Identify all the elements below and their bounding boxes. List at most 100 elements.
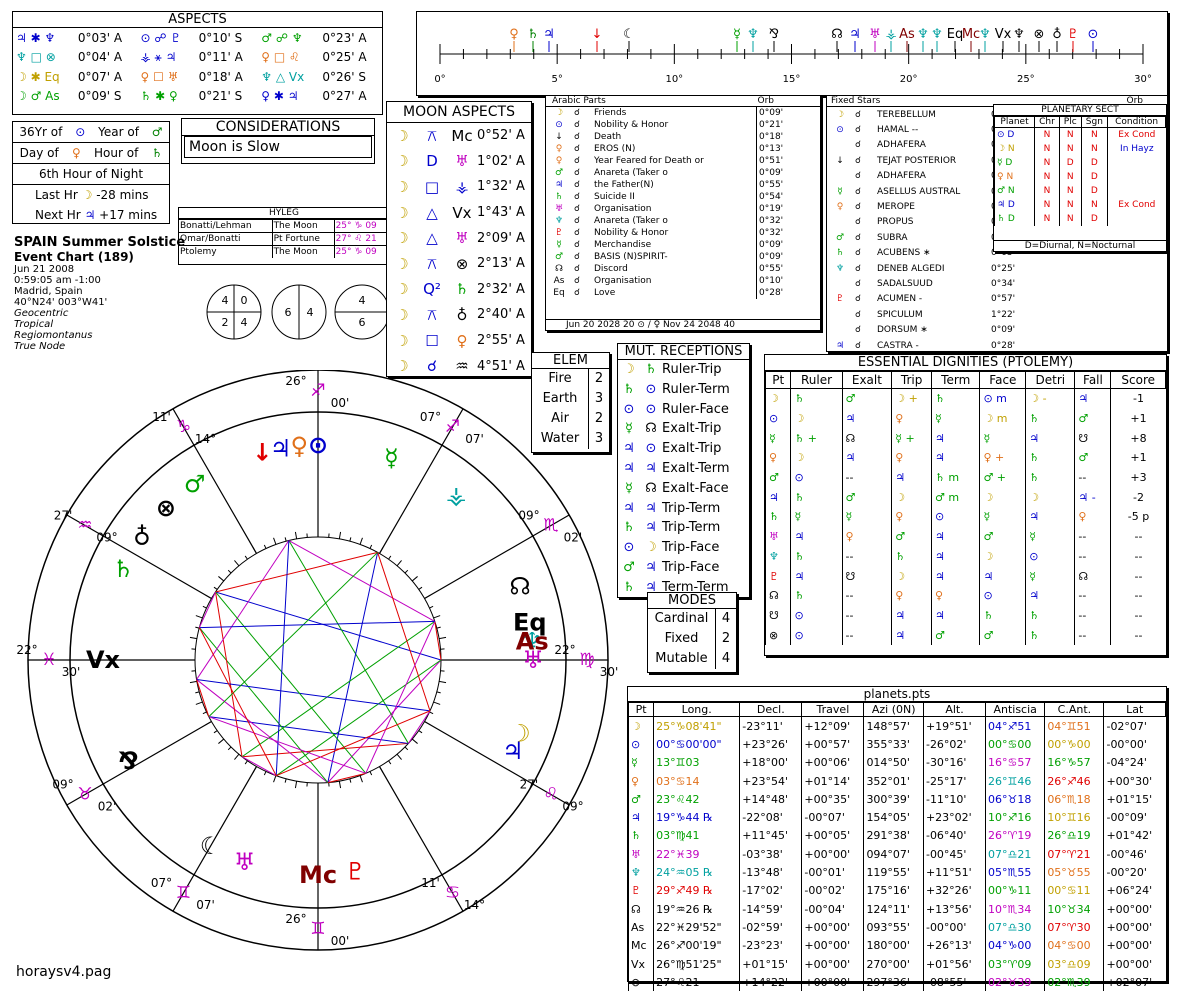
aspect-icon: ⚻ xyxy=(427,305,437,324)
planet-cell: +06°24' xyxy=(1103,881,1166,900)
planet-cell: 355°33' xyxy=(863,735,924,754)
mutual-row: ⊙☽Trip-Face xyxy=(618,538,749,558)
dignity-cell: ♃ xyxy=(930,448,980,468)
planet-cell: -13°48' xyxy=(739,863,802,882)
inner-tick xyxy=(202,605,207,609)
dignity-cell: ⊙ xyxy=(790,605,843,626)
ruler-glyph: ♆ xyxy=(979,27,991,42)
planet-row: ☽25°♑08'41"-23°11'+12°09'148°57'+19°51'0… xyxy=(627,716,1166,736)
aspect-row: ♆ □ ⊗0°04' A⚶ ⚹ ♃0°11' A♀ □ ♌0°25' A xyxy=(13,48,382,68)
chart-title: SPAIN Summer Solstice xyxy=(14,235,186,250)
planet-cell: -17°02' xyxy=(739,881,802,900)
dignity-planet: ♂ xyxy=(764,467,791,488)
sect-value: D xyxy=(1080,184,1108,198)
aspect-icon: ☐ xyxy=(425,331,439,350)
inner-tick xyxy=(244,760,248,765)
ruler-label: 30° xyxy=(1134,74,1152,85)
planet-cell: +00°00' xyxy=(1103,918,1166,937)
aspect-line xyxy=(327,659,442,783)
cusp-sign: ♍ xyxy=(579,650,594,670)
hyleg-cell: 27° ♌ 21 xyxy=(333,232,389,246)
cusp-minute: 09° xyxy=(562,800,583,814)
moon-icon: ☽ xyxy=(395,357,409,376)
planet-cell: 270°00' xyxy=(863,954,924,974)
ruler-glyph: ♆ xyxy=(747,27,759,42)
arabic-glyph: ♅ xyxy=(554,203,564,214)
planet-glyph: ⊗ xyxy=(156,494,176,522)
dignity-cell: ♃ xyxy=(1074,388,1111,409)
sect-title: PLANETARY SECT xyxy=(994,105,1166,116)
dignity-cell: ♄ xyxy=(1025,605,1075,626)
dignity-row: ♀☽♃♀♃♀ +♄♂+1 xyxy=(764,448,1166,468)
house-cusp-line xyxy=(424,514,570,600)
mutual-a: ♂ xyxy=(623,559,635,575)
sect-header: Planet xyxy=(993,116,1036,128)
arabic-glyph: ☽ xyxy=(554,107,564,118)
arabic-orb: 0°21' xyxy=(756,119,820,131)
dignity-cell: -- xyxy=(1110,566,1166,586)
planet-cell: 26°♈19 xyxy=(985,826,1045,846)
aspect-line xyxy=(275,540,290,776)
fixed-star-row: ♇☌ACUMEN -0°57' xyxy=(827,292,1167,307)
cusp-sign: ♊ xyxy=(310,919,325,939)
cusp-degree: 07° xyxy=(420,410,441,424)
planet-cell: 180°00' xyxy=(863,936,924,955)
inner-tick xyxy=(263,771,267,776)
star-aspect: ☌ xyxy=(855,309,862,320)
cusp-degree: 27' xyxy=(520,778,539,792)
dignity-cell: ♃ xyxy=(930,605,980,626)
sect-header: Chr xyxy=(1034,116,1060,128)
star-aspect: ☌ xyxy=(855,248,862,259)
mutual-a: ⊙ xyxy=(623,540,635,556)
ruler-glyph: ♆ xyxy=(917,27,929,42)
moon-aspect-row: ☽Q²♄2°32' A xyxy=(387,277,531,303)
arabic-part-row: ♀☌EROS (N)0°13' xyxy=(546,143,820,155)
planets-header: Long. xyxy=(653,702,741,717)
planet-glyph: Vx xyxy=(627,954,654,974)
planet-glyph: ♅ xyxy=(522,646,544,674)
year-of-label: Year of xyxy=(98,125,139,139)
planet-glyph: ♅ xyxy=(627,845,654,864)
arabic-orb: 0°28' xyxy=(756,287,820,299)
dignity-cell: ☿ xyxy=(930,408,980,429)
arabic-orb: 0°13' xyxy=(756,143,820,155)
chart-opt3: Regiomontanus xyxy=(14,330,93,341)
sect-planet: ♀ N xyxy=(993,170,1035,184)
point-icon: ⚶ xyxy=(455,177,469,196)
cusp-degree: 26° xyxy=(285,912,306,926)
aspect-icon: △ xyxy=(426,203,438,222)
planet-cell: -08°55' xyxy=(922,973,986,992)
aspect-glyphs: ⚶ ⚹ ♃ xyxy=(140,49,177,64)
aspect-icon: ⚻ xyxy=(427,126,437,145)
ruler-glyph: ⚶ xyxy=(885,27,896,42)
dignity-cell: ♂ xyxy=(1074,448,1111,468)
dignity-cell: ♂ m xyxy=(930,487,980,508)
planet-cell: -00°46' xyxy=(1103,845,1166,864)
dignity-planet: ♅ xyxy=(764,526,791,547)
dignity-cell: ♃ xyxy=(790,566,843,586)
fixed-stars-orb: Orb xyxy=(1126,96,1144,106)
sect-value: N xyxy=(1034,127,1060,142)
planet-glyph: ⅋ xyxy=(118,747,139,775)
degree-ruler: 0°5°10°15°20°25°30°♀♄♃↓☾☿♆⅋☊♃♅⚶As♆♆EqMc♆… xyxy=(434,27,1152,85)
dignity-cell: -- xyxy=(841,585,892,606)
dignity-cell: +1 xyxy=(1110,448,1166,468)
planet-cell: 03°♈09 xyxy=(985,954,1045,974)
mutual-row: ☽♄Ruler-Trip xyxy=(618,360,749,380)
sect-value: N xyxy=(1034,156,1060,170)
planet-cell: +00°06' xyxy=(801,753,864,772)
aspect-orb: 0°03' A xyxy=(77,30,123,45)
inner-tick xyxy=(396,560,402,567)
inner-tick xyxy=(273,537,277,545)
planet-cell: 24°♒05 ℞ xyxy=(653,863,740,882)
planet-cell: +00°30' xyxy=(1103,771,1166,791)
planet-cell: +23°02' xyxy=(922,808,986,827)
star-orb: 0°28' xyxy=(991,340,1016,351)
star-name: TEREBELLUM xyxy=(877,109,936,120)
aspect-line xyxy=(377,552,431,712)
inner-tick xyxy=(234,560,240,567)
sect-value: N xyxy=(1034,142,1060,156)
